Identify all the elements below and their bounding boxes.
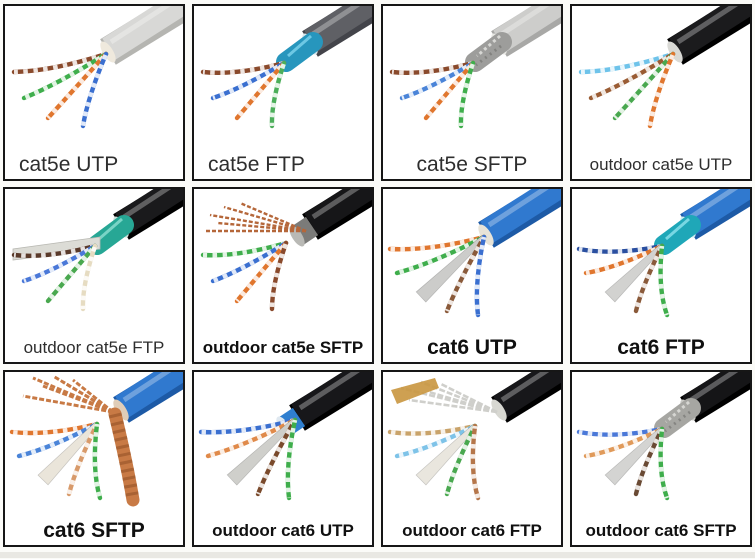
cable-photo — [576, 372, 750, 501]
cable-label: cat6 UTP — [427, 336, 517, 359]
cable-photo — [200, 189, 372, 312]
cable-comparison-grid: cat5e UTP cat5e FTP cat5e SFTP outdoor c… — [3, 4, 752, 547]
cable-photo — [387, 372, 561, 501]
cable-label: outdoor cat6 SFTP — [585, 521, 737, 540]
cable-cell: cat6 FTP — [570, 187, 752, 364]
cable-cell: cat6 SFTP — [3, 370, 185, 547]
cable-cell: outdoor cat6 UTP — [192, 370, 374, 547]
cable-photo — [578, 6, 750, 129]
cable-label: cat5e FTP — [208, 153, 305, 176]
cable-cell: outdoor cat5e SFTP — [192, 187, 374, 364]
cable-photo — [387, 189, 561, 318]
cable-label: cat6 FTP — [617, 336, 705, 359]
cable-photo — [389, 6, 561, 129]
cable-cell: cat5e SFTP — [381, 4, 563, 181]
cable-label: outdoor cat5e SFTP — [202, 338, 364, 357]
cable-photo — [11, 6, 183, 129]
cable-label: outdoor cat6 UTP — [212, 521, 354, 540]
cable-label: outdoor cat5e UTP — [589, 155, 733, 174]
cable-cell: outdoor cat6 SFTP — [570, 370, 752, 547]
cable-photo — [11, 189, 183, 312]
cable-cell: cat6 UTP — [381, 187, 563, 364]
bottom-margin-strip — [0, 552, 755, 558]
cable-photo — [198, 372, 372, 501]
cable-label: cat5e UTP — [19, 153, 119, 176]
cable-label: outdoor cat6 FTP — [402, 521, 542, 540]
cable-photo — [200, 6, 372, 129]
cable-cell: cat5e UTP — [3, 4, 185, 181]
cable-cell: outdoor cat5e FTP — [3, 187, 185, 364]
cable-label: cat5e SFTP — [416, 153, 528, 176]
cable-cell: cat5e FTP — [192, 4, 374, 181]
cable-label: cat6 SFTP — [43, 519, 145, 542]
cable-cell: outdoor cat5e UTP — [570, 4, 752, 181]
cable-photo — [576, 189, 750, 318]
cable-cell: outdoor cat6 FTP — [381, 370, 563, 547]
cable-label: outdoor cat5e FTP — [23, 338, 165, 357]
cable-photo — [9, 372, 183, 507]
